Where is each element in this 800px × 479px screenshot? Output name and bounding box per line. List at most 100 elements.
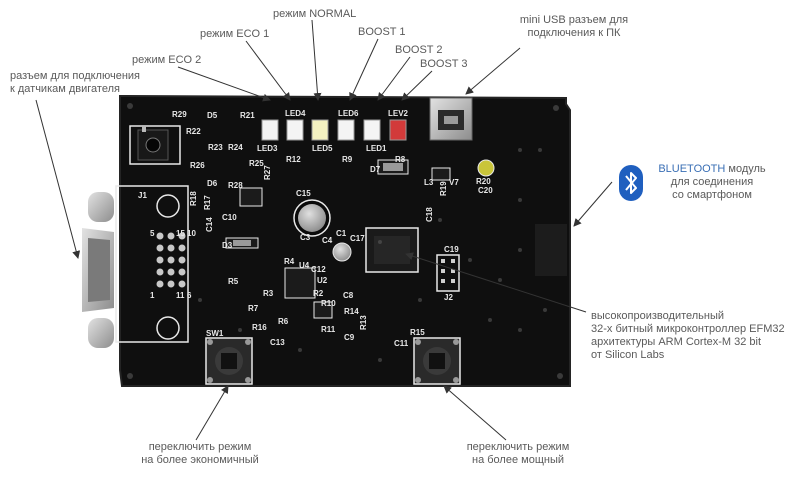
label-bluetooth-line3: со смартфоном [672,189,752,201]
label-usb: mini USB разъем для подключения к ПК [514,14,634,40]
label-boost2: BOOST 2 [395,44,443,56]
label-mcu-line2: 32-х битный микроконтроллер EFM32 [591,323,785,335]
label-mcu-line4: от Silicon Labs [591,349,665,361]
silk-c10: C10 [222,213,237,222]
switch-sw1 [205,337,253,385]
silk-pin1: 1 [150,291,155,300]
silk-c1: C1 [336,229,347,238]
silk-sw1: SW1 [206,329,224,338]
bluetooth-module [535,224,567,276]
label-switch-eco: переключить режим на более экономичный [130,441,270,467]
silk-c18: C18 [425,207,434,222]
silk-r5: R5 [228,277,239,286]
label-usb-line2: подключения к ПК [527,27,621,39]
label-eco1: режим ECO 1 [200,28,270,40]
silk-r2: R2 [313,289,324,298]
silk-pin6: 6 [187,291,192,300]
silk-led5: LED5 [312,144,333,153]
silk-r24: R24 [228,143,243,152]
arrow-boost3 [401,70,433,101]
arrow-normal [311,19,322,101]
label-switch-boost-line1: переключить режим [466,441,570,453]
label-switch-eco-line2: на более экономичный [141,454,259,466]
silk-c9: C9 [344,333,355,342]
silk-c17: C17 [350,234,365,243]
silk-r29: R29 [172,110,187,119]
mode-leds [261,119,407,141]
silk-r21: R21 [240,111,255,120]
label-usb-line1: mini USB разъем для [519,14,629,26]
silk-r25: R25 [249,159,264,168]
audio-jack [129,125,181,165]
silk-v7: V7 [449,178,459,187]
label-boost3: BOOST 3 [420,58,468,70]
silk-pin5: 5 [150,229,155,238]
label-bluetooth-word: BLUETOOTH [658,163,726,175]
usb-connector [429,97,473,141]
silk-r3: R3 [263,289,274,298]
silk-r11: R11 [321,325,336,334]
silk-r18: R18 [189,191,198,206]
arrow-eco2 [177,66,271,102]
silk-pin15: 15 [176,229,185,238]
label-switch-boost-line2: на более мощный [472,454,564,466]
silk-u4: U4 [299,261,310,270]
silk-r17: R17 [203,195,212,210]
silk-led3: LED3 [257,144,278,153]
silk-r23: R23 [208,143,223,152]
silk-r12: R12 [286,155,301,164]
label-mcu-line3: архитектуры ARM Cortex-M 32 bit [591,336,762,348]
capacitor-c4 [332,242,352,262]
silk-d7: D7 [370,165,381,174]
label-sensor-line2: к датчикам двигателя [10,83,120,95]
silk-pin10: 10 [187,229,196,238]
silk-d6: D6 [207,179,218,188]
bluetooth-icon [619,165,643,201]
silk-r8: R8 [395,155,406,164]
sensor-connector [82,185,189,348]
silk-c13: C13 [270,338,285,347]
silk-d5: D5 [207,111,218,120]
silk-r22: R22 [186,127,201,136]
annotation-arrows [35,19,613,441]
silk-r6: R6 [278,317,289,326]
silk-c14: C14 [205,217,214,232]
label-mcu: высокопроизводительный 32-х битный микро… [591,310,785,362]
silk-c3: C3 [300,233,311,242]
silk-c12: C12 [311,265,326,274]
silkscreen-labels: LED4 LED6 LEV2 LED3 LED5 LED1 R29 R21 R1… [138,109,493,348]
silk-c19: C19 [444,245,459,254]
capacitor-c15 [293,199,331,237]
arrow-bluetooth [573,181,613,227]
silk-r27: R27 [263,165,272,180]
silk-r20: R20 [476,177,491,186]
arrow-switch-eco [195,385,229,441]
capacitor-c20 [477,159,495,177]
label-mcu-line1: высокопроизводительный [591,310,725,322]
silk-r10: R10 [321,299,336,308]
arrow-switch-boost [443,385,507,441]
label-eco2: режим ECO 2 [132,54,202,66]
arrow-boost1 [349,38,379,101]
silk-j1: J1 [138,191,147,200]
led-boost3 [389,119,407,141]
arrow-mcu [405,252,587,313]
silk-led6: LED6 [338,109,359,118]
pcb-vias [127,103,563,379]
label-boost1: BOOST 1 [358,26,406,38]
header-j2 [436,254,460,292]
silk-r19: R19 [439,181,448,196]
arrow-boost2 [377,56,411,101]
silk-led4: LED4 [285,109,306,118]
label-sensor-connector: разъем для подключения к датчикам двигат… [10,70,140,96]
silk-c20: C20 [478,186,493,195]
silk-r4: R4 [284,257,295,266]
silk-d3: D3 [222,241,233,250]
silk-lev2: LEV2 [388,109,409,118]
led-normal [311,119,329,141]
silk-r15: R15 [410,328,425,337]
label-bluetooth-line1-rest: модуль [725,163,766,175]
label-switch-eco-line1: переключить режим [148,441,252,453]
silk-r7: R7 [248,304,259,313]
